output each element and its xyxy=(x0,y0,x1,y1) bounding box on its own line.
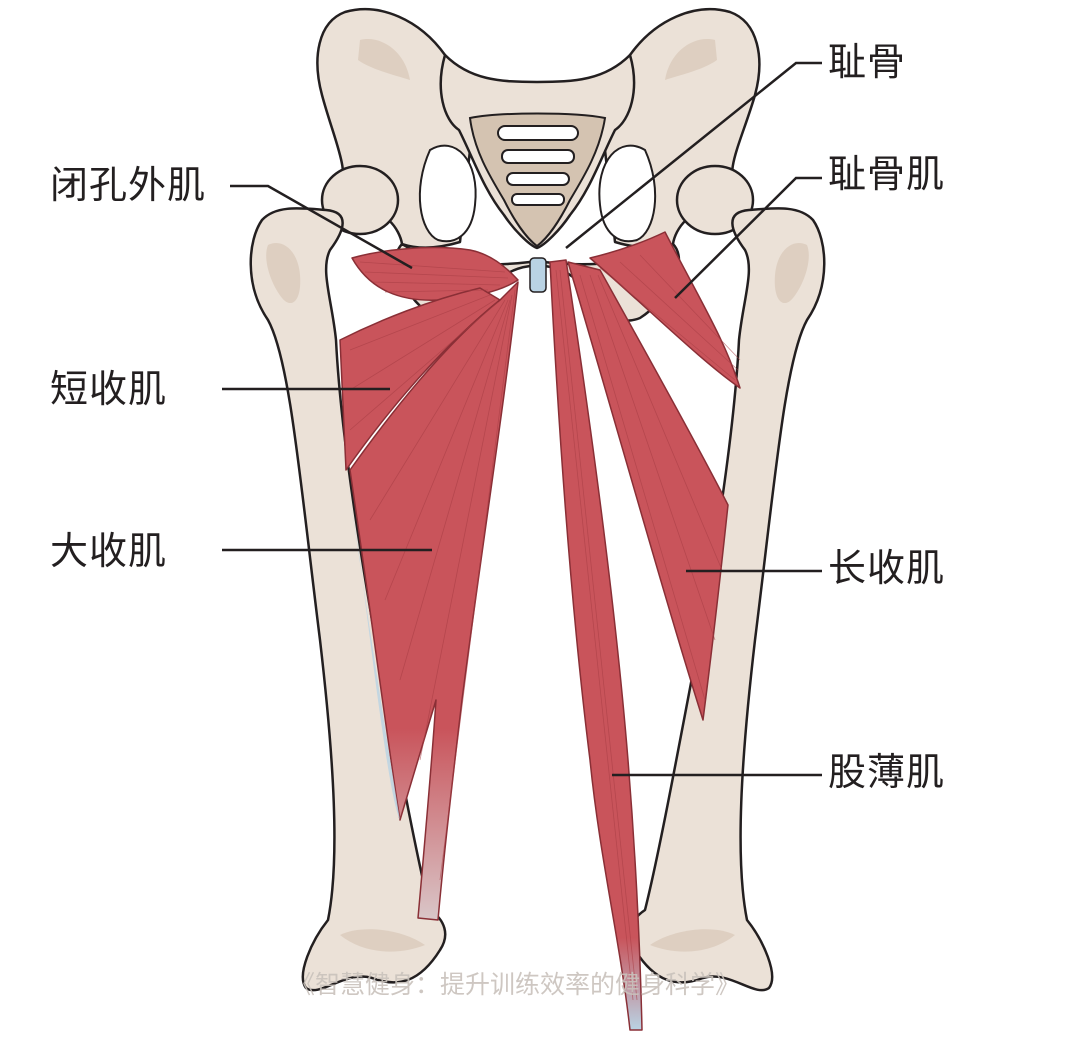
label-obturator-externus: 闭孔外肌 xyxy=(50,163,207,207)
adductor-magnus-tendon xyxy=(346,470,400,820)
pectineus-muscle xyxy=(589,231,741,389)
right-condyle-shade xyxy=(650,929,735,952)
adductor-longus-muscle xyxy=(567,261,729,721)
muscles xyxy=(339,231,741,1031)
sacrum xyxy=(468,112,607,248)
left-ilium-shade xyxy=(358,39,410,80)
pubic-symphysis xyxy=(529,257,547,293)
sacral-foramen xyxy=(497,125,579,141)
label-pectineus: 耻骨肌 xyxy=(828,152,946,196)
label-adductor-brevis: 短收肌 xyxy=(50,367,168,411)
leader-line-obturator-externus xyxy=(230,184,413,270)
right-ilium-shade xyxy=(665,39,717,80)
watermark-text: 《智慧健身：提升训练效率的健身科学》 xyxy=(290,970,741,999)
leader-lines xyxy=(222,61,822,777)
sacral-foramina xyxy=(497,125,579,206)
obturator-externus-muscle xyxy=(351,246,519,301)
right-femur xyxy=(628,207,826,992)
sacral-foramen xyxy=(506,172,570,186)
label-gracilis: 股薄肌 xyxy=(828,750,946,794)
sacral-foramen xyxy=(501,149,575,164)
left-condyle-shade xyxy=(340,929,425,952)
label-pubis: 耻骨 xyxy=(828,40,907,84)
right-trochanter-shade xyxy=(774,243,809,304)
right-obturator-foramen xyxy=(598,144,657,243)
label-adductor-magnus: 大收肌 xyxy=(50,529,168,573)
obturator-foramina xyxy=(418,144,657,243)
gracilis-muscle xyxy=(549,259,643,1031)
leader-line-pubis xyxy=(565,61,822,249)
bone-shading xyxy=(266,39,809,952)
label-adductor-longus: 长收肌 xyxy=(828,546,946,590)
leader-line-pectineus xyxy=(674,176,822,299)
left-trochanter-shade xyxy=(266,243,301,304)
left-obturator-foramen xyxy=(418,144,477,243)
muscle-fibers xyxy=(349,254,741,1001)
sacral-foramen xyxy=(511,193,565,206)
